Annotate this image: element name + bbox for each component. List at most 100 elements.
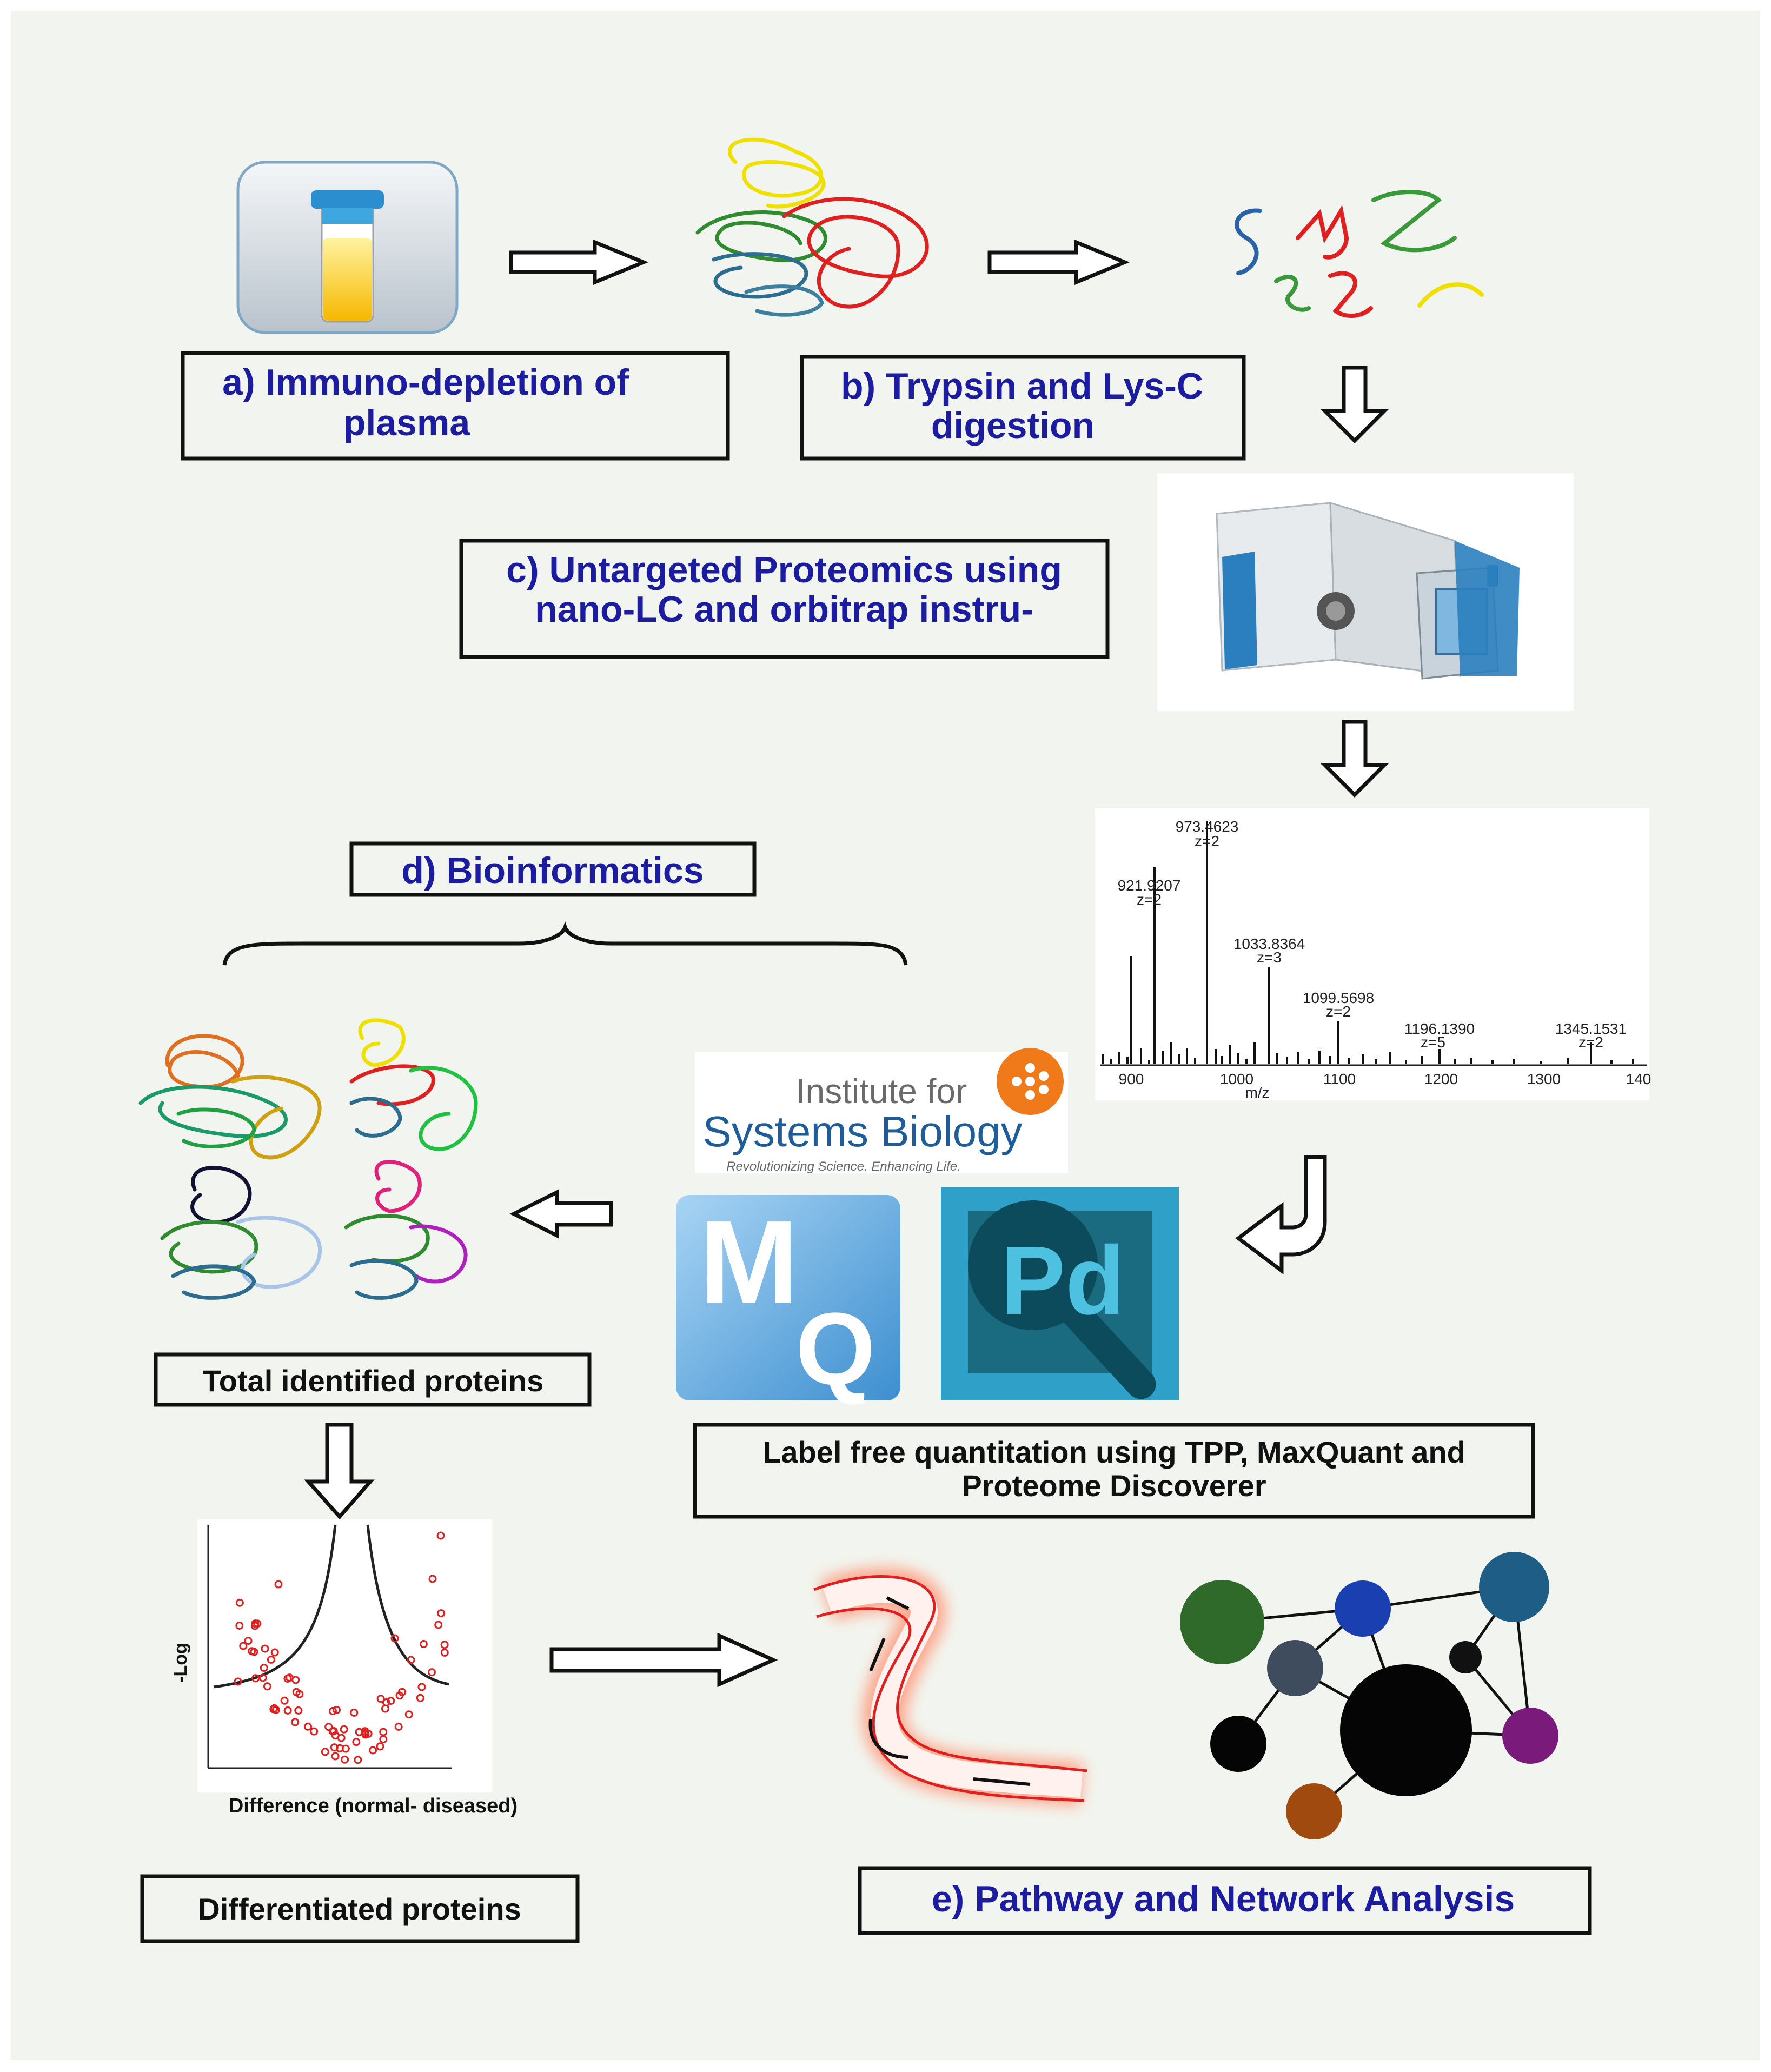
step-a-line2: plasma: [343, 402, 471, 443]
arrow-right-2: [987, 239, 1130, 285]
peak-921-z: z=2: [1137, 891, 1162, 908]
volcano-point: [361, 1727, 369, 1736]
volcano-xlabel: Difference (normal- diseased): [229, 1795, 518, 1817]
step-a-box: [181, 351, 730, 461]
volcano-point: [407, 1656, 415, 1664]
volcano-plot: -Log Difference (normal- diseased): [170, 1519, 518, 1817]
pd-text: Pd: [1000, 1226, 1125, 1335]
volcano-point: [263, 1682, 271, 1691]
isb-logo: Institute for Systems Biology Revolution…: [695, 1048, 1068, 1174]
volcano-point: [234, 1677, 242, 1686]
volcano-point: [258, 1673, 267, 1682]
lfq-box: [693, 1423, 1535, 1519]
isb-line2: Systems Biology: [702, 1107, 1022, 1155]
volcano-point: [292, 1688, 301, 1696]
volcano-point: [335, 1744, 344, 1752]
step-d-box: [349, 841, 757, 897]
peak-1196-mz: 1196.1390: [1404, 1020, 1475, 1037]
volcano-point: [428, 1668, 436, 1677]
volcano-point: [394, 1723, 403, 1731]
differentiated-label: Differentiated proteins: [198, 1892, 521, 1926]
volcano-points: [234, 1531, 449, 1764]
total-identified-box: [154, 1352, 592, 1407]
differentiated-box: [140, 1874, 580, 1943]
volcano-point: [330, 1743, 339, 1752]
volcano-point: [283, 1674, 292, 1683]
step-b-box: [800, 355, 1246, 461]
volcano-point: [280, 1696, 289, 1705]
volcano-point: [294, 1706, 303, 1715]
volcano-point: [291, 1718, 300, 1726]
volcano-point: [352, 1738, 361, 1746]
peak-973-z: z=2: [1195, 833, 1219, 849]
peak-973-mz: 973.4623: [1176, 818, 1239, 835]
curved-arrow: [1235, 1155, 1327, 1274]
spectrum-tick-1400: 140: [1626, 1071, 1651, 1087]
spectrum-peak-labels: 973.4623 z=2 921.9207 z=2 1033.8364 z=3 …: [1118, 818, 1627, 1051]
spectrum-xlabel: m/z: [1245, 1084, 1269, 1101]
volcano-point: [260, 1664, 268, 1672]
network-icon: [1180, 1552, 1558, 1839]
spectrum-tick-900: 900: [1119, 1071, 1144, 1087]
spectrum-tick-1300: 1300: [1527, 1071, 1561, 1087]
plasma-tube-icon: [236, 161, 459, 334]
lfq-line2: Proteome Discoverer: [961, 1469, 1266, 1503]
arrow-down-3: [304, 1423, 375, 1520]
volcano-point: [437, 1609, 446, 1618]
pathway-icon: [813, 1568, 1087, 1806]
step-c-box: [459, 539, 1110, 659]
peak-1033-mz: 1033.8364: [1233, 935, 1305, 952]
step-c-line1: c) Untargeted Proteomics using: [506, 549, 1062, 590]
proteome-discoverer-logo: Pd: [941, 1187, 1179, 1400]
step-e-box: [858, 1866, 1592, 1935]
volcano-point: [274, 1580, 283, 1589]
volcano-point: [369, 1746, 377, 1755]
volcano-point: [419, 1640, 428, 1648]
peak-921-mz: 921.9207: [1118, 877, 1181, 894]
volcano-point: [253, 1619, 262, 1628]
arrow-right-3: [549, 1632, 778, 1688]
volcano-point: [291, 1676, 300, 1684]
volcano-point: [324, 1723, 333, 1731]
peak-1099-mz: 1099.5698: [1303, 989, 1374, 1006]
peak-1196-z: z=5: [1421, 1034, 1445, 1051]
protein-tangle-icon: [695, 137, 929, 317]
volcano-point: [321, 1748, 329, 1756]
step-b-line2: digestion: [931, 405, 1095, 446]
volcano-point: [283, 1706, 292, 1715]
spectrum-ticks: 900 1000 1100 1200 1300 140 m/z: [1119, 1071, 1651, 1101]
volcano-point: [235, 1598, 244, 1607]
volcano-point: [379, 1728, 388, 1736]
arrow-down-2: [1320, 720, 1389, 798]
spectrum-tick-1000: 1000: [1220, 1071, 1253, 1087]
volcano-point: [376, 1742, 384, 1751]
mass-spectrometer-icon: [1157, 473, 1574, 711]
volcano-point: [261, 1644, 269, 1653]
volcano-point: [350, 1708, 359, 1717]
volcano-point: [239, 1642, 248, 1650]
volcano-point: [235, 1622, 244, 1630]
volcano-point: [387, 1697, 395, 1705]
protein-clusters-icon: [138, 1018, 478, 1300]
volcano-point: [417, 1683, 426, 1691]
spectrum-tick-1100: 1100: [1323, 1071, 1356, 1087]
volcano-point: [434, 1621, 443, 1629]
peptide-fragments-icon: [1234, 190, 1484, 318]
peak-1099-z: z=2: [1326, 1003, 1351, 1020]
spectrum-peaks: [1102, 821, 1634, 1064]
step-e-label: e) Pathway and Network Analysis: [932, 1878, 1515, 1920]
volcano-point: [310, 1727, 319, 1736]
volcano-point: [354, 1756, 362, 1764]
volcano-point: [440, 1649, 449, 1657]
mq-m: M: [699, 1196, 798, 1329]
isb-tagline: Revolutionizing Science. Enhancing Life.: [726, 1159, 961, 1174]
volcano-point: [340, 1725, 348, 1734]
curly-brace: [222, 921, 908, 966]
volcano-point: [270, 1648, 279, 1657]
volcano-point: [250, 1648, 258, 1656]
step-d-label: d) Bioinformatics: [401, 850, 704, 891]
volcano-point: [404, 1710, 413, 1719]
peak-1345-mz: 1345.1531: [1555, 1020, 1627, 1037]
volcano-point: [428, 1575, 437, 1583]
